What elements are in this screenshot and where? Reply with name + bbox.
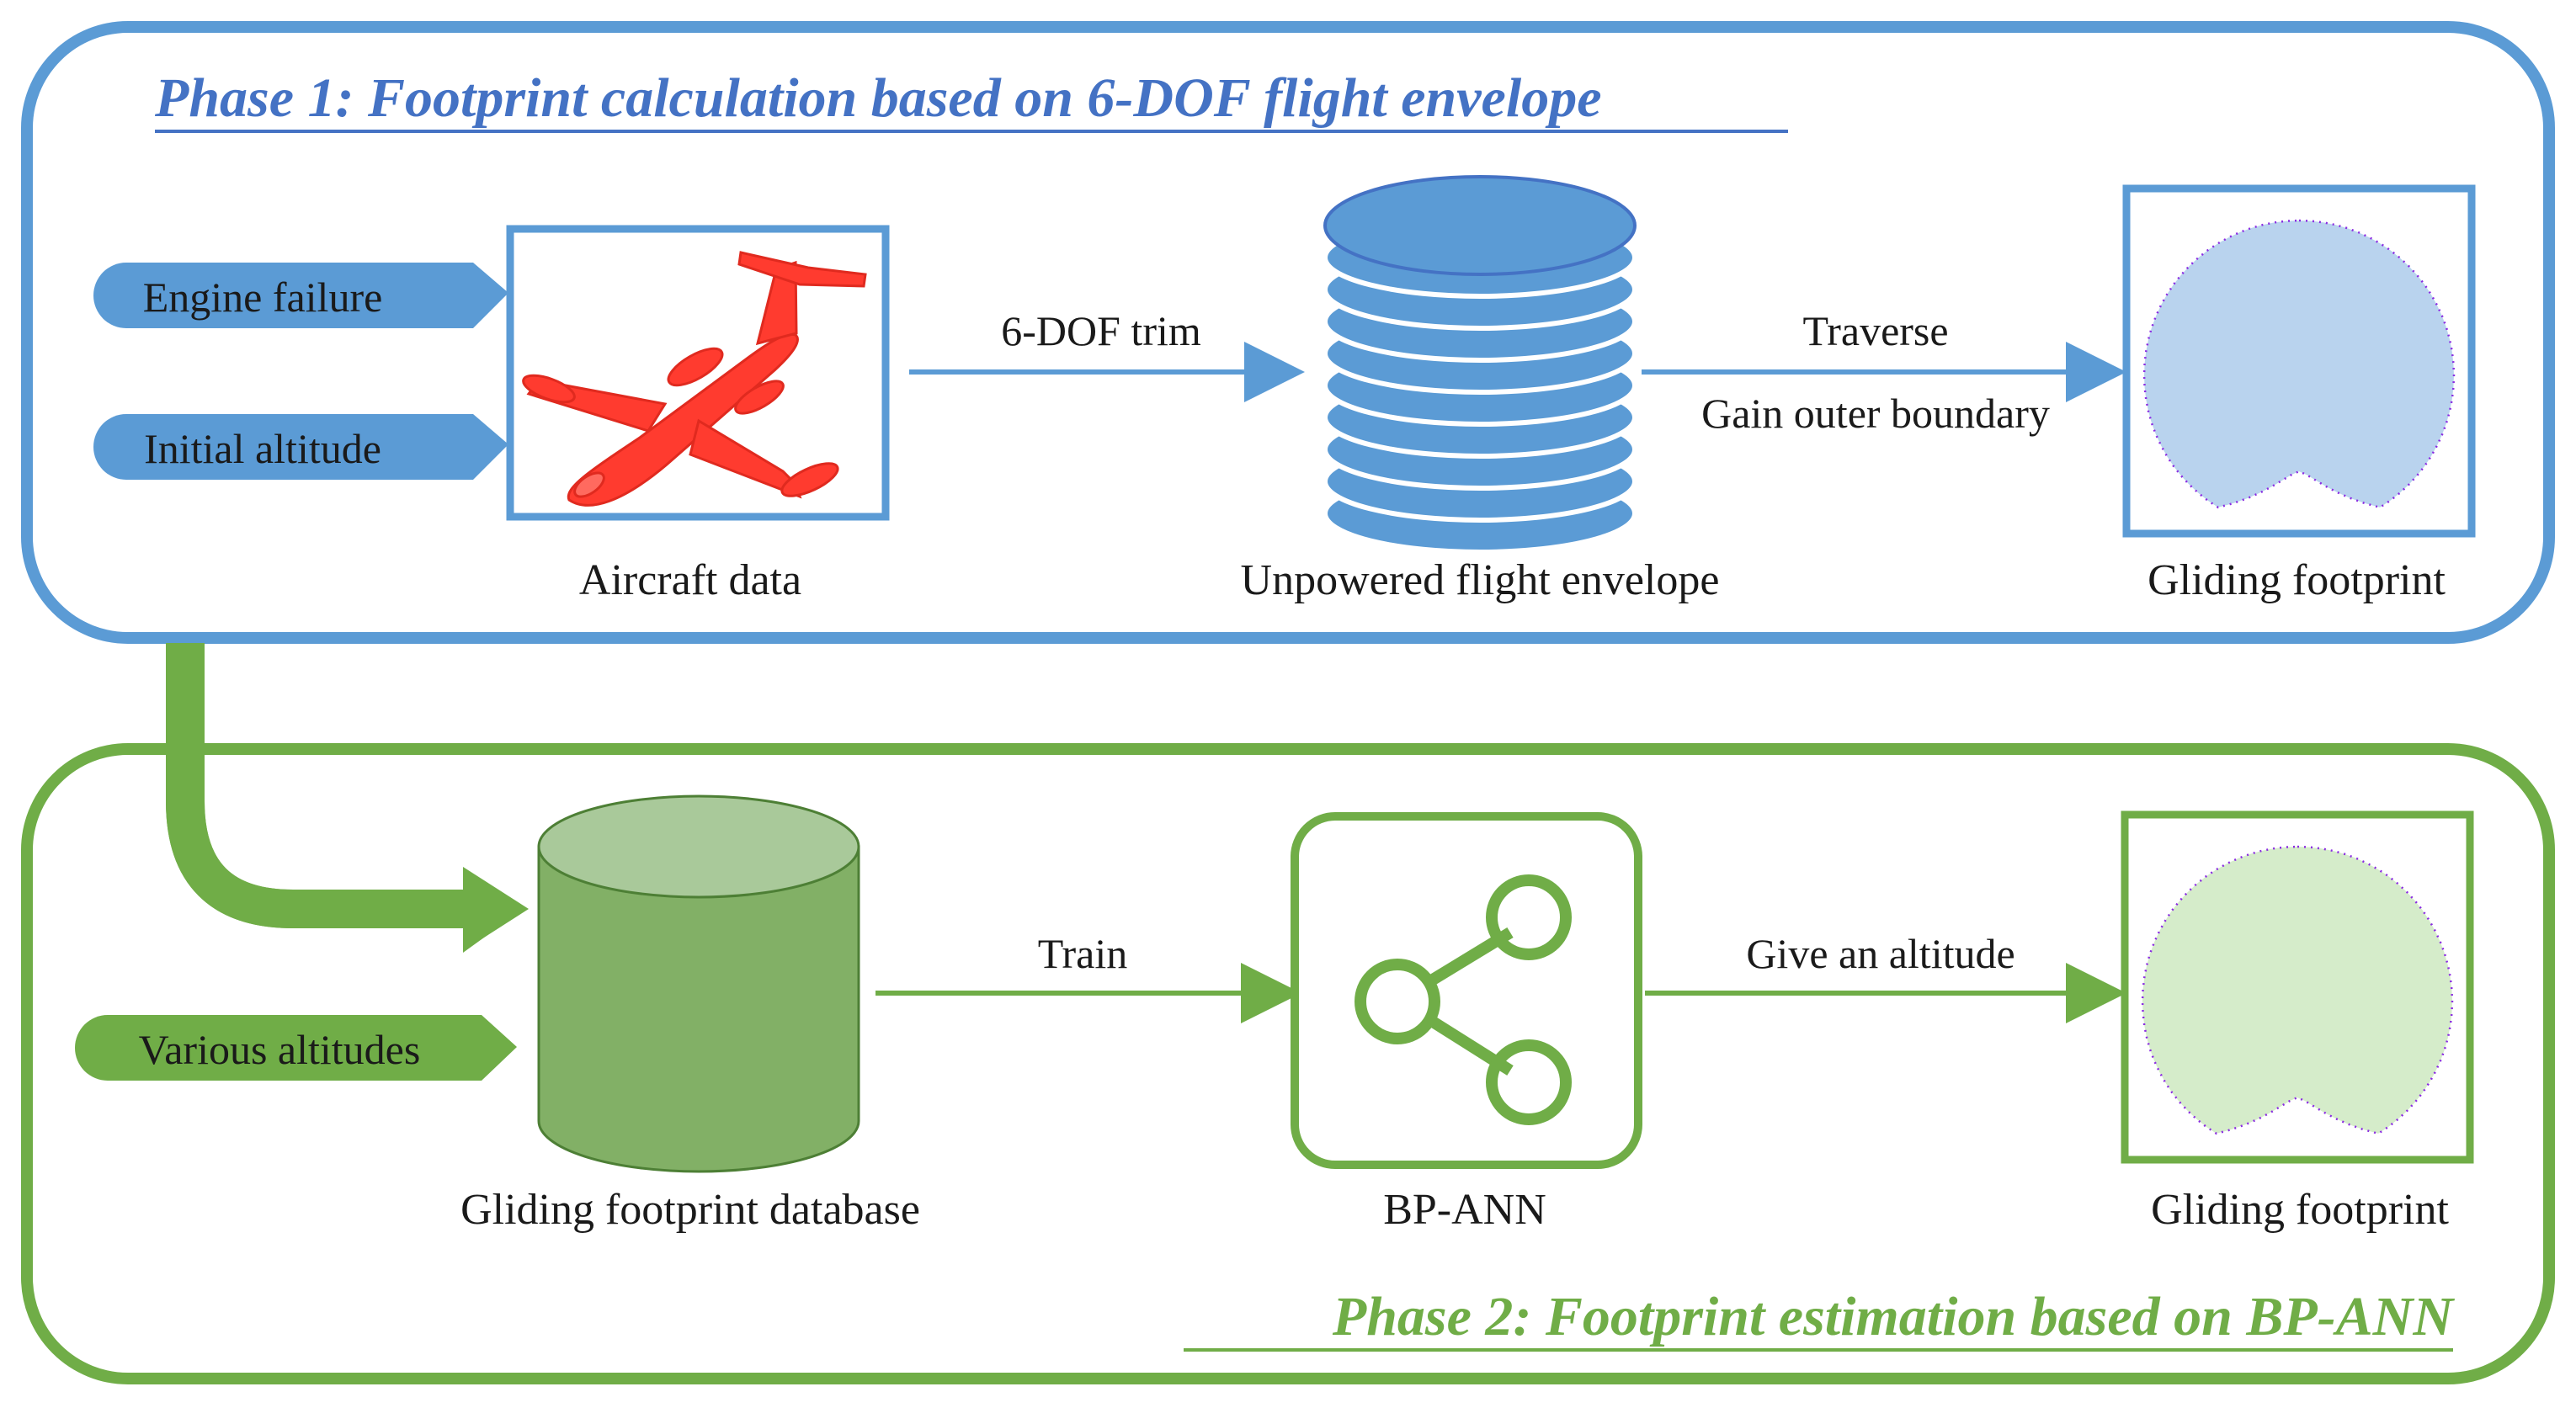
envelope-label: Unpowered flight envelope bbox=[1241, 556, 1720, 604]
database-label: Gliding footprint database bbox=[460, 1186, 920, 1234]
aircraft-label: Aircraft data bbox=[579, 556, 801, 604]
svg-text:Initial altitude: Initial altitude bbox=[144, 425, 381, 472]
footprint-outline bbox=[2141, 845, 2454, 1135]
arrow-6dof-trim-label: 6-DOF trim bbox=[1001, 307, 1201, 354]
footprint-label-2: Gliding footprint bbox=[2151, 1186, 2449, 1234]
phase2-panel: Various altitudes Gliding footprint data… bbox=[21, 743, 2555, 1384]
phase1-title: Phase 1: Footprint calculation based on … bbox=[154, 67, 1601, 129]
input-initial-altitude: Initial altitude bbox=[93, 414, 508, 480]
phase2-border bbox=[21, 743, 2555, 1384]
database-stack-icon bbox=[1323, 175, 1637, 555]
phase-connector-arrow bbox=[166, 643, 471, 928]
arrow-traverse-label: Traverse bbox=[1802, 307, 1948, 354]
ann-label: BP-ANN bbox=[1383, 1186, 1546, 1234]
input-engine-failure: Engine failure bbox=[93, 263, 508, 328]
ann-box bbox=[1291, 812, 1642, 1169]
footprint-shape-icon bbox=[2141, 845, 2454, 1135]
footprint-label-1: Gliding footprint bbox=[2148, 556, 2446, 604]
footprint-shape-icon bbox=[2142, 219, 2456, 509]
phase1-panel: Phase 1: Footprint calculation based on … bbox=[21, 21, 2555, 644]
phase2-title: Phase 2: Footprint estimation based on B… bbox=[1332, 1286, 2455, 1347]
aircraft-icon bbox=[522, 251, 867, 507]
stack-top bbox=[1323, 175, 1637, 276]
arrow-give-altitude-label: Give an altitude bbox=[1746, 930, 2014, 977]
svg-text:Various altitudes: Various altitudes bbox=[139, 1026, 421, 1073]
share-network-icon bbox=[1355, 874, 1572, 1125]
database-cylinder-icon bbox=[537, 794, 860, 1173]
arrow-boundary-label: Gain outer boundary bbox=[1701, 390, 2050, 437]
footprint-outline bbox=[2142, 219, 2456, 509]
svg-text:Engine failure: Engine failure bbox=[143, 274, 383, 321]
input-various-altitudes: Various altitudes bbox=[75, 1015, 517, 1081]
arrow-train-label: Train bbox=[1038, 930, 1128, 977]
